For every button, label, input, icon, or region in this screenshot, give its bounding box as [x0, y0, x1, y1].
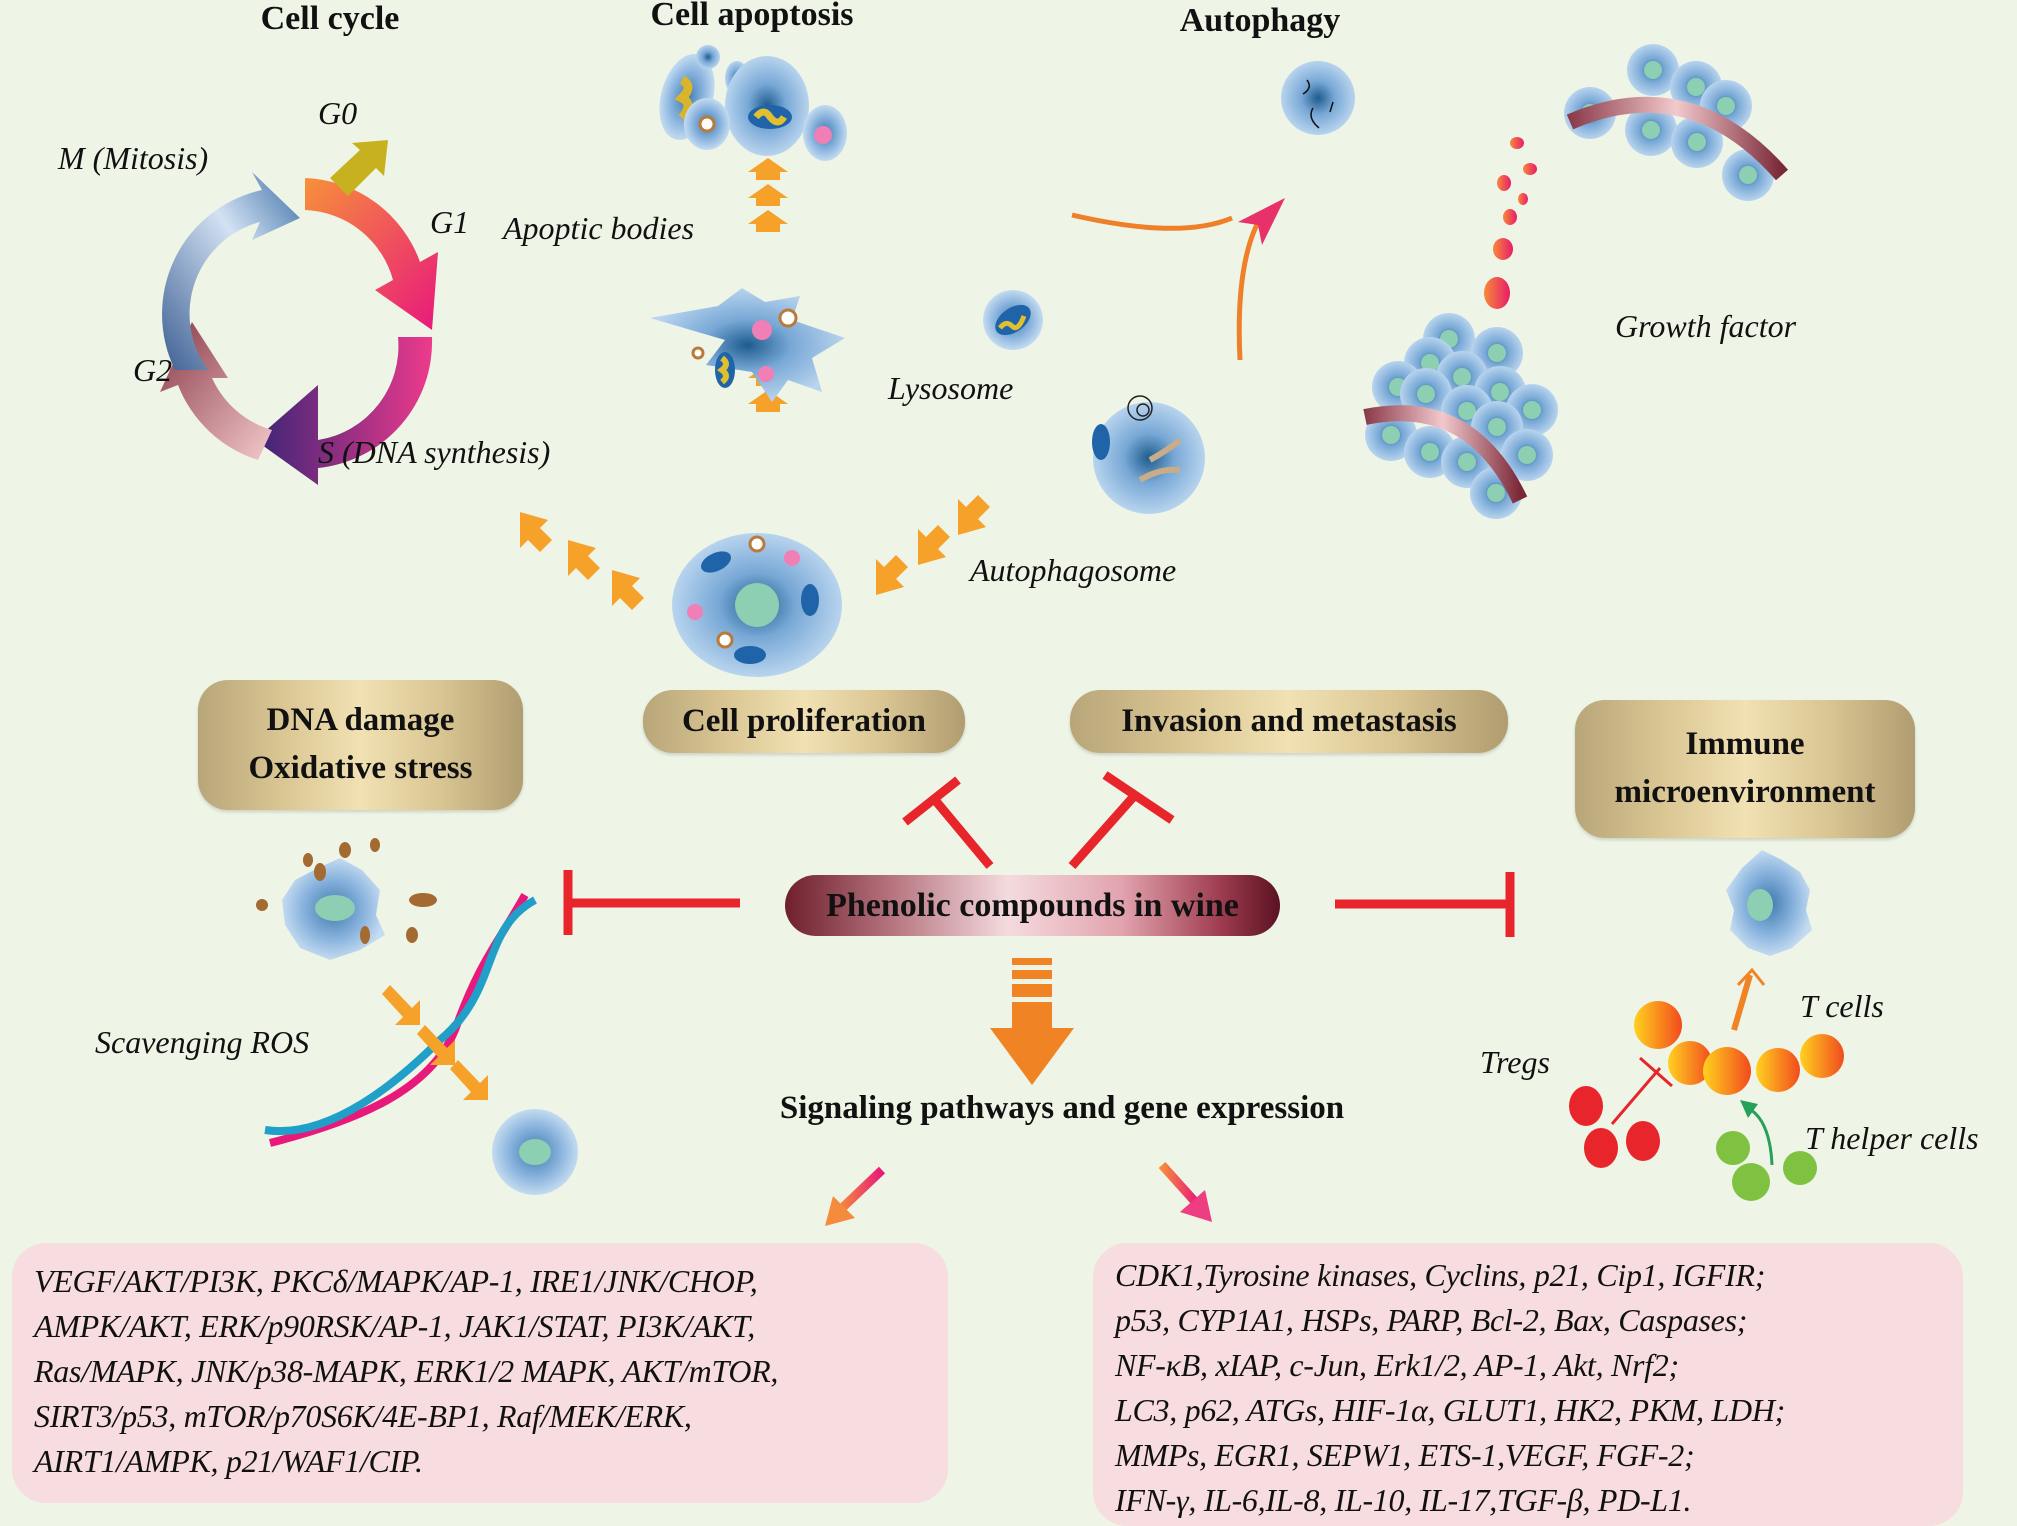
autophagosome-cell	[1092, 395, 1205, 514]
tregs	[1569, 1086, 1660, 1168]
inhibit-lines	[563, 771, 1515, 937]
oxidative-stress-line: Oxidative stress	[248, 750, 473, 786]
label-g0: G0	[318, 95, 358, 131]
t-cells	[1634, 1001, 1844, 1095]
g1-arrow	[305, 178, 438, 330]
main-down-arrow	[990, 958, 1074, 1085]
label-lysosome: Lysosome	[888, 370, 1014, 406]
autophagy-curve-arrow	[1071, 212, 1233, 231]
autophagy-arrowhead	[1238, 198, 1285, 245]
pathway-line: VEGF/AKT/PI3K, PKCδ/MAPK/AP-1, IRE1/JNK/…	[34, 1263, 758, 1299]
invasion-label: Invasion and metastasis	[1121, 702, 1457, 739]
vessel-bottom	[1363, 405, 1528, 504]
autophagy-cell	[1281, 61, 1355, 135]
pathways-box: VEGF/AKT/PI3K, PKCδ/MAPK/AP-1, IRE1/JNK/…	[12, 1243, 948, 1503]
treg-inhibit	[1610, 1056, 1673, 1125]
label-apoptic-bodies: Apoptic bodies	[503, 210, 695, 246]
inhibit-dna	[563, 870, 740, 935]
dna-damage-line: DNA damage	[266, 702, 455, 739]
gene-line: p53, CYP1A1, HSPs, PARP, Bcl-2, Bax, Cas…	[1115, 1302, 1748, 1338]
g0-arrow	[330, 140, 388, 196]
pathway-line: SIRT3/p53, mTOR/p70S6K/4E-BP1, Raf/MEK/E…	[34, 1398, 692, 1434]
cell-cycle-ring	[160, 140, 438, 485]
normal-cell	[492, 1109, 578, 1195]
ros-arrows	[382, 985, 488, 1100]
gene-line: MMPs, EGR1, SEPW1, ETS-1,VEGF, FGF-2;	[1115, 1437, 1695, 1473]
cell-proliferation-label: Cell proliferation	[681, 702, 927, 739]
title-autophagy: Autophagy	[1179, 2, 1341, 39]
branch-arrows	[825, 1161, 1212, 1226]
label-scavenging-ros: Scavenging ROS	[95, 1024, 310, 1060]
diagonal-arrows-right	[876, 495, 990, 595]
microenvironment-line: microenvironment	[1614, 774, 1876, 810]
title-cell-cycle: Cell cycle	[260, 0, 400, 37]
label-growth-factor: Growth factor	[1615, 308, 1797, 344]
diagonal-arrows-left	[520, 512, 644, 610]
inhibit-immune	[1335, 872, 1515, 937]
box-dna-damage: DNA damage Oxidative stress	[198, 680, 523, 810]
signaling-title: Signaling pathways and gene expression	[779, 1090, 1345, 1126]
gene-line: LC3, p62, ATGs, HIF-1α, GLUT1, HK2, PKM,…	[1115, 1392, 1786, 1428]
phenolic-label: Phenolic compounds in wine	[826, 886, 1239, 924]
label-t-cells: T cells	[1800, 988, 1884, 1024]
label-tregs: Tregs	[1480, 1044, 1550, 1080]
pathway-line: Ras/MAPK, JNK/p38-MAPK, ERK1/2 MAPK, AKT…	[34, 1353, 779, 1389]
pathway-line: AIRT1/AMPK, p21/WAF1/CIP.	[34, 1443, 423, 1479]
box-invasion-metastasis: Invasion and metastasis	[1070, 690, 1508, 753]
t-cell-activation-arrow	[1731, 974, 1753, 1031]
lysosome-cell	[983, 290, 1043, 350]
label-s-dna-synthesis: S (DNA synthesis)	[318, 434, 551, 470]
inhibit-invasion	[1068, 771, 1175, 869]
gene-line: CDK1,Tyrosine kinases, Cyclins, p21, Cip…	[1115, 1257, 1766, 1293]
dna-helix	[264, 893, 537, 1147]
box-cell-proliferation: Cell proliferation	[643, 690, 965, 753]
label-g2: G2	[133, 352, 173, 388]
t-helper-cells	[1716, 1131, 1817, 1201]
gene-line: IFN-γ, IL-6,IL-8, IL-10, IL-17,TGF-β, PD…	[1115, 1482, 1692, 1518]
m-arrow	[162, 172, 300, 370]
genes-box: CDK1,Tyrosine kinases, Cyclins, p21, Cip…	[1093, 1243, 1963, 1526]
vessel-top	[1566, 96, 1789, 181]
cell-cluster-top	[1564, 44, 1774, 201]
center-phenolic-compounds: Phenolic compounds in wine	[785, 875, 1280, 936]
growth-factor-drops	[1484, 137, 1537, 309]
title-cell-apoptosis: Cell apoptosis	[650, 0, 854, 33]
label-m-mitosis: M (Mitosis)	[58, 140, 209, 176]
pathway-line: AMPK/AKT, ERK/p90RSK/AP-1, JAK1/STAT, PI…	[34, 1308, 755, 1344]
label-t-helper-cells: T helper cells	[1805, 1120, 1979, 1156]
box-immune-microenvironment: Immune microenvironment	[1575, 700, 1915, 838]
s-arrow	[255, 337, 433, 485]
cell-cluster-bottom	[1365, 313, 1558, 519]
apoptotic-bodies	[659, 45, 847, 161]
inhibit-proliferation	[902, 776, 994, 869]
label-g1: G1	[430, 204, 470, 240]
proliferating-cell	[672, 533, 842, 677]
immune-line: Immune	[1685, 726, 1805, 763]
t-helper-arrow	[1747, 1106, 1774, 1166]
label-autophagosome: Autophagosome	[970, 552, 1177, 588]
gene-line: NF-κB, xIAP, c-Jun, Erk1/2, AP-1, Akt, N…	[1115, 1347, 1679, 1383]
ros-particles	[256, 838, 437, 944]
apoptotic-cell	[650, 288, 845, 402]
